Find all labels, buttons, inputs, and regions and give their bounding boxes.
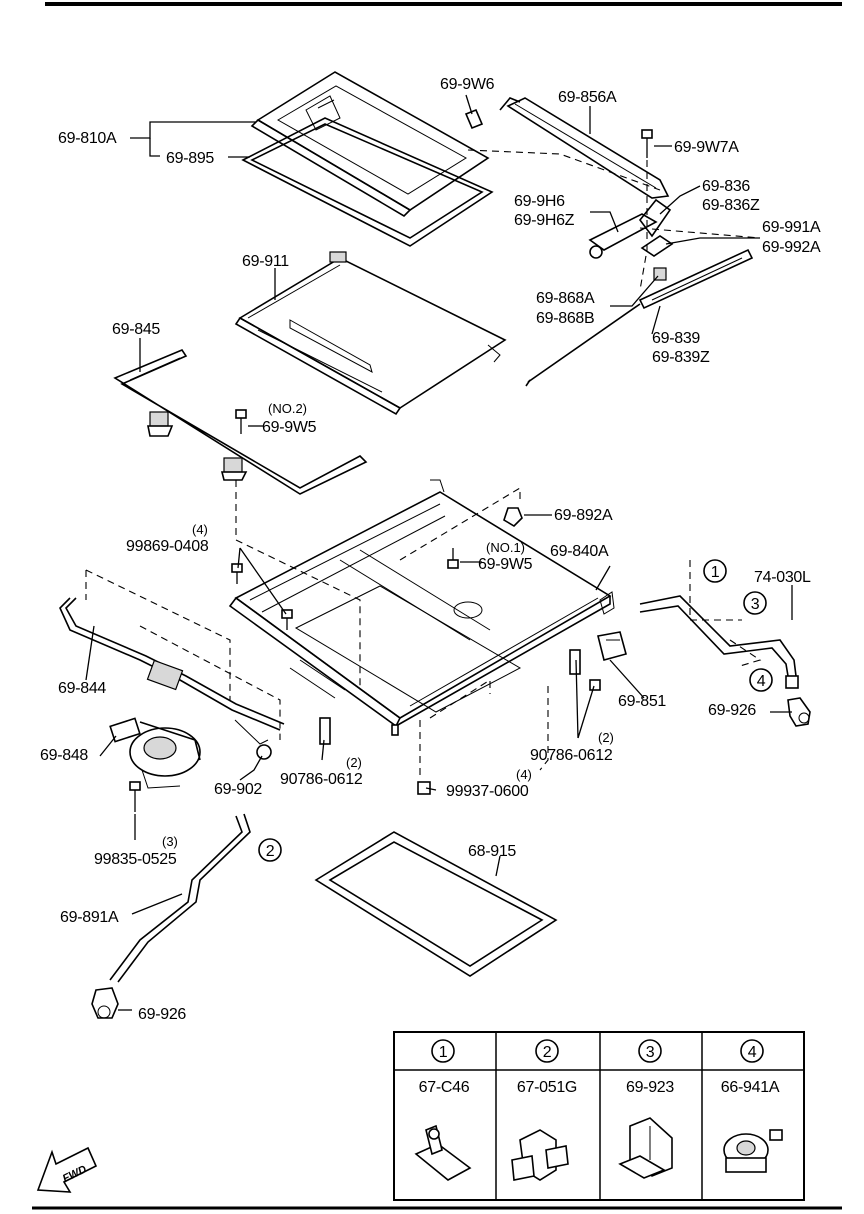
callout-3: 3 bbox=[743, 591, 767, 615]
label-90786-0612-center: 90786-0612 bbox=[280, 771, 363, 788]
label-69-856a: 69-856A bbox=[558, 89, 617, 106]
opening-seal-drawing bbox=[314, 831, 558, 977]
callout-1-number: 1 bbox=[711, 564, 720, 581]
label-69-9w7a: 69-9W7A bbox=[674, 139, 739, 156]
label-69-848: 69-848 bbox=[40, 747, 88, 764]
label-69-844: 69-844 bbox=[58, 680, 106, 697]
callout-4: 4 bbox=[749, 668, 773, 692]
leader-lines bbox=[85, 94, 793, 1011]
drain-hose-right-drawing bbox=[639, 595, 811, 727]
label-69-9h6: 69-9H6 bbox=[514, 193, 565, 210]
label-69-9w5-mid: 69-9W5 bbox=[478, 556, 533, 573]
label-69-868b: 69-868B bbox=[536, 310, 594, 327]
label-69-840a: 69-840A bbox=[550, 543, 609, 560]
label-69-9h6z: 69-9H6Z bbox=[514, 212, 575, 229]
callout-4-number: 4 bbox=[757, 673, 766, 690]
legend-col3-number: 3 bbox=[646, 1044, 655, 1061]
callout-1: 1 bbox=[703, 559, 727, 583]
guide-rail-drawing bbox=[499, 97, 670, 199]
label-69-991a: 69-991A bbox=[762, 219, 821, 236]
hose-clamp-drawing bbox=[256, 744, 272, 760]
clip-67-c46-drawing bbox=[414, 1124, 472, 1181]
legend-col2-part: 67-051G bbox=[517, 1079, 577, 1096]
clip-legend-table: 1 2 3 4 67-C46 67-051G 69-923 66-941A bbox=[393, 1031, 805, 1201]
label-69-895: 69-895 bbox=[166, 150, 214, 167]
assembly-dashed-lines bbox=[85, 149, 762, 780]
legend-col4-number: 4 bbox=[748, 1044, 757, 1061]
label-69-9w6: 69-9W6 bbox=[440, 76, 495, 93]
sunshade-drawing bbox=[234, 251, 507, 416]
label-69-839z: 69-839Z bbox=[652, 349, 710, 366]
label-69-992a: 69-992A bbox=[762, 239, 821, 256]
label-no1: (NO.1) bbox=[486, 540, 525, 555]
label-74-030l: 74-030L bbox=[754, 569, 811, 586]
motor-drawing bbox=[109, 717, 201, 789]
clip-67-051g-drawing bbox=[511, 1129, 569, 1181]
weatherstrip-drawing bbox=[241, 117, 494, 247]
label-69-839: 69-839 bbox=[652, 330, 700, 347]
drain-hose-left-drawing bbox=[91, 813, 251, 1019]
label-qty2-b: (2) bbox=[346, 755, 362, 770]
label-69-868a: 69-868A bbox=[536, 290, 595, 307]
callout-2: 2 bbox=[258, 838, 282, 862]
label-69-851: 69-851 bbox=[618, 693, 666, 710]
fasteners-drawing bbox=[129, 108, 653, 812]
callout-3-number: 3 bbox=[751, 596, 760, 613]
legend-col1-part: 67-C46 bbox=[419, 1079, 470, 1096]
fwd-arrow: FWD bbox=[36, 1146, 98, 1193]
label-90786-0612-right: 90786-0612 bbox=[530, 747, 613, 764]
label-69-845: 69-845 bbox=[112, 321, 160, 338]
drive-cable-drawing bbox=[59, 597, 285, 745]
label-69-911: 69-911 bbox=[242, 253, 289, 270]
link-assembly-drawing bbox=[525, 198, 754, 387]
label-qty4-a: (4) bbox=[192, 522, 208, 537]
label-99835-0525: 99835-0525 bbox=[94, 851, 177, 868]
label-qty2-a: (2) bbox=[598, 730, 614, 745]
label-69-836: 69-836 bbox=[702, 178, 750, 195]
drain-frame-drawing bbox=[113, 349, 368, 495]
label-99869-0408: 99869-0408 bbox=[126, 538, 209, 555]
legend-col1-number: 1 bbox=[439, 1044, 448, 1061]
clip-69-923-drawing bbox=[618, 1117, 673, 1179]
label-qty3: (3) bbox=[162, 834, 178, 849]
label-69-836z: 69-836Z bbox=[702, 197, 760, 214]
clip-66-941a-drawing bbox=[723, 1129, 783, 1173]
label-99937-0600: 99937-0600 bbox=[446, 783, 529, 800]
sunroof-main-frame-drawing bbox=[228, 479, 615, 736]
label-69-926-left: 69-926 bbox=[138, 1006, 186, 1023]
label-69-892a: 69-892A bbox=[554, 507, 613, 524]
part-labels: 69-9W6 69-856A 69-810A 69-895 69-9W7A 69… bbox=[40, 76, 821, 1023]
legend-col4-part: 66-941A bbox=[721, 1079, 780, 1096]
label-qty4-b: (4) bbox=[516, 767, 532, 782]
label-69-891a: 69-891A bbox=[60, 909, 119, 926]
callout-2-number: 2 bbox=[266, 843, 275, 860]
label-69-810a: 69-810A bbox=[58, 130, 117, 147]
label-69-926-right: 69-926 bbox=[708, 702, 756, 719]
label-69-902: 69-902 bbox=[214, 781, 262, 798]
label-69-9w5-top: 69-9W5 bbox=[262, 419, 317, 436]
legend-col2-number: 2 bbox=[543, 1044, 552, 1061]
label-68-915: 68-915 bbox=[468, 843, 516, 860]
legend-col3-part: 69-923 bbox=[626, 1079, 674, 1096]
label-no2: (NO.2) bbox=[268, 401, 307, 416]
bracket-drawing bbox=[597, 631, 627, 661]
